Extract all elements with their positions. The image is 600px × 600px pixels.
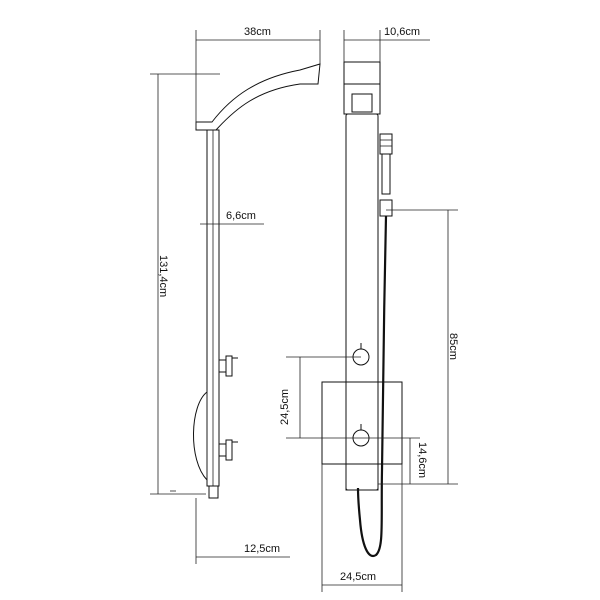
dim-front-top-depth: 10,6cm: [343, 26, 430, 62]
front-view: 10,6cm 85cm 24,5cm 14,6cm 24,5cm: [279, 26, 459, 592]
label-10-6cm: 10,6cm: [384, 26, 420, 38]
dim-front-base-width: 24,5cm: [321, 464, 403, 592]
dim-front-14-6cm: 14,6cm: [361, 437, 428, 484]
label-6-6cm: 6,6cm: [226, 210, 256, 222]
dim-front-valve-spacing: 24,5cm: [279, 356, 361, 439]
side-upper-valve: [218, 355, 238, 377]
label-24-5cm-horizontal: 24,5cm: [340, 571, 376, 583]
front-hose: [356, 215, 388, 558]
dim-side-column-depth: 6,6cm: [200, 210, 264, 225]
front-hand-shower: [379, 133, 393, 217]
side-bottom-fitting: [208, 485, 219, 499]
label-131-4cm: 131,4cm: [157, 255, 169, 297]
side-lower-body: [193, 391, 208, 481]
front-base-block: [321, 381, 403, 465]
side-view: 38cm 131,4cm 6,6cm 12,5cm: [150, 26, 321, 564]
side-shower-arm: [195, 63, 321, 131]
label-24-5cm-vertical: 24,5cm: [279, 389, 291, 425]
dim-side-height: 131,4cm: [150, 73, 220, 495]
label-38cm: 38cm: [244, 26, 271, 38]
dim-front-85cm: 85cm: [378, 209, 459, 485]
label-12-5cm: 12,5cm: [244, 543, 280, 555]
label-14-6cm: 14,6cm: [416, 442, 428, 478]
label-85cm: 85cm: [447, 333, 459, 360]
side-lower-valve: [218, 439, 238, 461]
front-upper-valve: [352, 343, 370, 366]
dim-side-top-width: 38cm: [195, 26, 321, 128]
front-shower-head-top: [343, 61, 381, 85]
dim-side-bottom-offset: 12,5cm: [195, 498, 290, 564]
